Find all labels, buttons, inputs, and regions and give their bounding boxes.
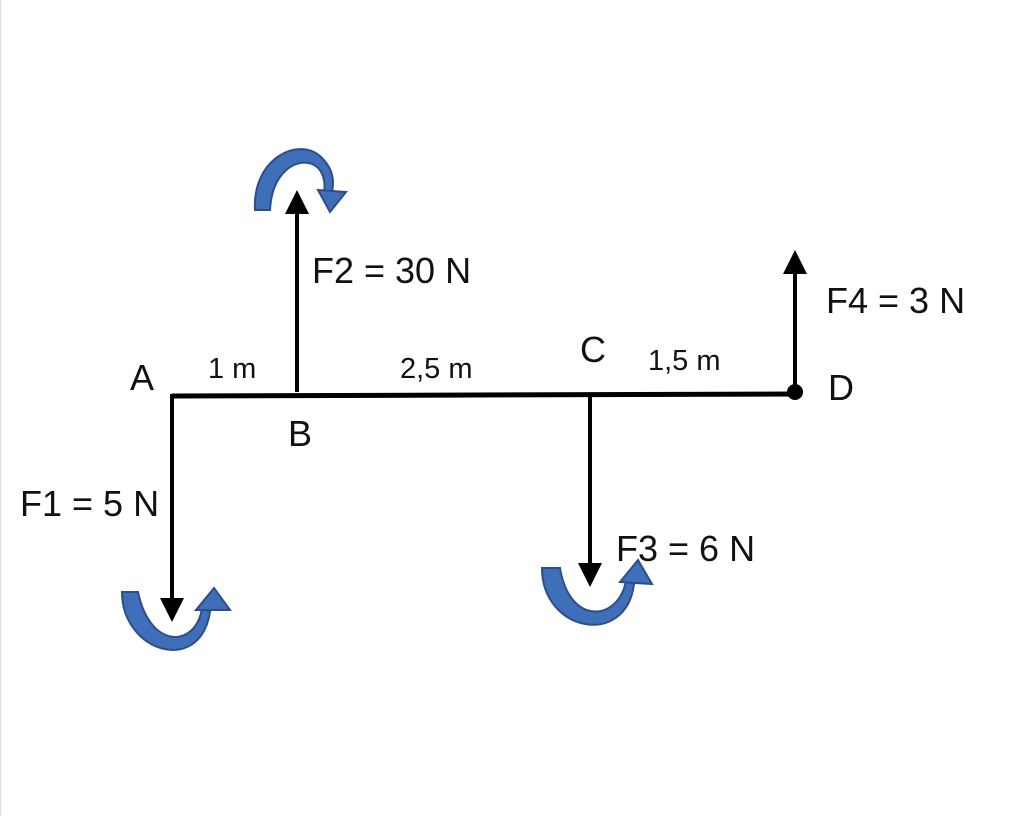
page-left-border bbox=[0, 0, 1, 816]
force-f2-label: F2 = 30 N bbox=[312, 250, 471, 291]
force-f1-arrow bbox=[160, 394, 184, 622]
distance-ab-label: 1 m bbox=[208, 353, 256, 385]
force-f4-label: F4 = 3 N bbox=[826, 280, 965, 321]
point-a-label: A bbox=[130, 357, 154, 398]
force-f4-arrow bbox=[783, 250, 807, 390]
force-f1-label: F1 = 5 N bbox=[20, 483, 159, 524]
point-c-label: C bbox=[580, 329, 606, 370]
distance-cd-label: 1,5 m bbox=[648, 345, 721, 377]
force-f3-label: F3 = 6 N bbox=[616, 528, 755, 569]
beam bbox=[171, 391, 796, 399]
point-d-dot bbox=[787, 384, 803, 400]
point-b-label: B bbox=[288, 413, 312, 454]
counterclockwise-rotation-arrow-icon bbox=[540, 558, 654, 626]
point-d-label: D bbox=[828, 367, 854, 408]
distance-bc-label: 2,5 m bbox=[400, 353, 473, 385]
force-f2-arrow bbox=[285, 190, 309, 392]
force-f3-arrow bbox=[578, 394, 602, 587]
clockwise-rotation-arrow-icon bbox=[253, 148, 348, 214]
counterclockwise-rotation-arrow-icon bbox=[120, 586, 232, 651]
